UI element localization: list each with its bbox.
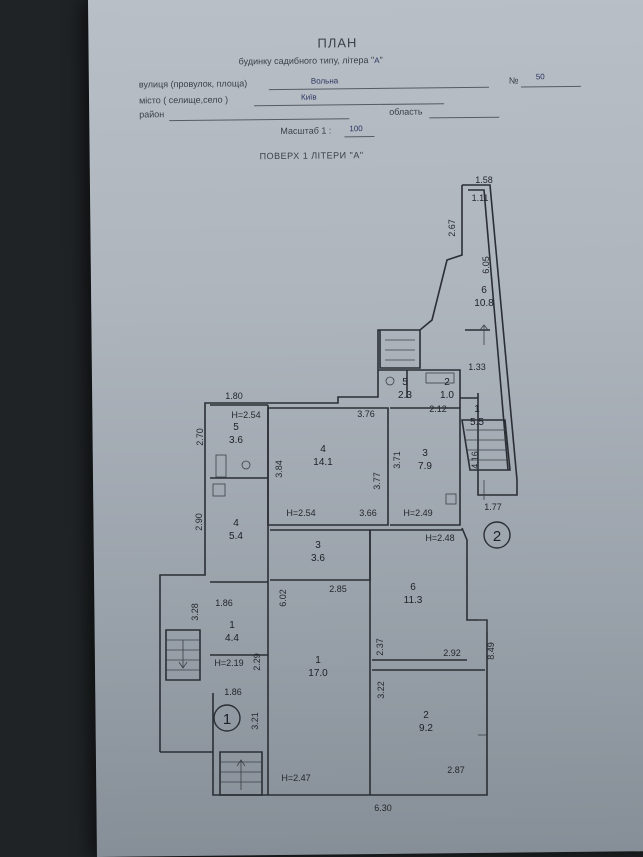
bath-small-icon — [425, 372, 455, 384]
dim-left-vest-h: 3.28 — [190, 603, 200, 621]
dim-room2-w: 2.87 — [447, 765, 465, 775]
dim-room4-w: 3.76 — [357, 409, 375, 419]
dim-room3-w: 2.12 — [429, 404, 447, 414]
dim-left-kitchen-h: 2.90 — [194, 513, 204, 531]
stair-corridor-treads — [466, 429, 509, 461]
room-4-kitchen-area: 5.4 — [229, 531, 243, 542]
wall-outer-left — [159, 390, 379, 752]
room-3-hall-area: 3.6 — [311, 553, 325, 564]
height-h-room4: H=2.54 — [286, 508, 315, 518]
wall-right-tower — [462, 184, 518, 496]
plan-labels: 1.58 1.11 2.67 6.05 1.33 4.16 1.77 1.80 2.70 2.90… — [190, 175, 502, 813]
marker-1-label: 1 — [223, 711, 231, 728]
room-4-number: 4 — [320, 444, 326, 455]
dim-left-top-w: 1.80 — [225, 391, 243, 401]
stair-box-treads — [385, 339, 415, 361]
marker-2-label: 2 — [493, 528, 501, 545]
wall-tower-left — [377, 185, 463, 390]
toilet-small-icon — [385, 376, 395, 386]
room-5-bath-number: 5 — [233, 422, 239, 433]
dim-room1b-h: 2.29 — [252, 653, 262, 671]
section-markers — [213, 521, 511, 732]
room-2-small-number: 2 — [444, 377, 450, 388]
room-4-area: 14.1 — [313, 457, 333, 468]
dim-right-total-h: 8.49 — [486, 642, 496, 660]
height-h-room3: H=2.49 — [403, 508, 432, 518]
room-6-area: 11.3 — [404, 595, 423, 606]
room-3-hall-number: 3 — [315, 540, 321, 551]
dim-porch-h: 3.21 — [250, 712, 260, 730]
sink-icon — [445, 493, 457, 505]
dim-corr-bottom: 1.77 — [484, 502, 502, 512]
room-5-bath-area: 3.6 — [229, 435, 243, 446]
wall-room-3 — [390, 407, 461, 526]
dim-room1-h: 6.02 — [278, 589, 288, 607]
wall-room-5-2 — [378, 369, 461, 408]
room-1-corridor-area: 5.5 — [470, 417, 484, 428]
room-1-vestibule-number: 1 — [229, 620, 235, 631]
toilet-icon — [241, 460, 251, 470]
room-1-corridor-number: 1 — [474, 404, 480, 415]
dim-room4-h: 3.84 — [274, 460, 284, 478]
room-6-number: 6 — [410, 582, 416, 593]
dim-corr-len: 4.16 — [470, 451, 480, 469]
stair-corridor — [461, 419, 511, 471]
dim-room6-h: 2.37 — [375, 638, 385, 656]
room-4-kitchen-number: 4 — [233, 518, 239, 529]
dim-vest-w: 1.86 — [215, 598, 233, 608]
height-h-bath: H=2.54 — [231, 410, 260, 420]
stair-bottom — [219, 751, 263, 796]
dim-room1-w: 2.85 — [329, 584, 347, 594]
dim-tower-diag: 2.67 — [447, 219, 457, 237]
dim-left-bath-h: 2.70 — [195, 428, 205, 446]
room-1-number: 1 — [315, 655, 321, 666]
tower-arrow — [479, 324, 489, 345]
room-2-number: 2 — [423, 710, 429, 721]
room-2-small-area: 1.0 — [440, 390, 454, 401]
room-3-number: 3 — [422, 448, 428, 459]
wall-stair-box — [379, 330, 421, 369]
dim-corr-w: 1.33 — [468, 362, 486, 372]
stove-icon — [212, 483, 226, 497]
plan-walls — [159, 184, 518, 796]
room-3-area: 7.9 — [418, 461, 432, 472]
room-1-area: 17.0 — [308, 668, 328, 679]
stair-left — [165, 629, 201, 681]
height-h-room6: H=2.48 — [425, 533, 454, 543]
stair-left-arrow — [178, 640, 188, 669]
dim-room3-h: 3.71 — [392, 451, 402, 469]
room-6-tower-area: 10.8 — [474, 298, 494, 309]
height-h-room1: H=2.47 — [281, 773, 310, 783]
room-5-wc-number: 5 — [402, 377, 408, 388]
room-6-tower-number: 6 — [481, 285, 487, 296]
dim-room4-w2: 3.66 — [359, 508, 377, 518]
room-2-area: 9.2 — [419, 723, 433, 734]
marker-1-circle — [213, 704, 241, 732]
plan-steps — [166, 324, 509, 790]
wall-tower-inner — [468, 189, 509, 471]
dim-room4-inner-h: 3.77 — [372, 472, 382, 490]
dim-tower-len: 6.05 — [481, 256, 491, 274]
dim-bottom-total-w: 6.30 — [374, 803, 392, 813]
room-5-wc-area: 2.3 — [398, 390, 412, 401]
dim-top-tower-inner: 1.11 — [472, 193, 489, 203]
dim-room6-w: 2.92 — [443, 648, 461, 658]
dim-room2-h: 3.22 — [376, 681, 386, 699]
stair-bottom-arrow — [236, 759, 246, 790]
dim-porch-w: 1.86 — [224, 687, 242, 697]
bathtub-icon — [215, 454, 227, 478]
height-h-vest: H=2.19 — [214, 658, 243, 668]
door-right — [478, 619, 488, 632]
room-1-vestibule-area: 4.4 — [225, 633, 239, 644]
dim-top-tower-w: 1.58 — [475, 175, 493, 185]
marker-2-circle — [483, 521, 511, 549]
